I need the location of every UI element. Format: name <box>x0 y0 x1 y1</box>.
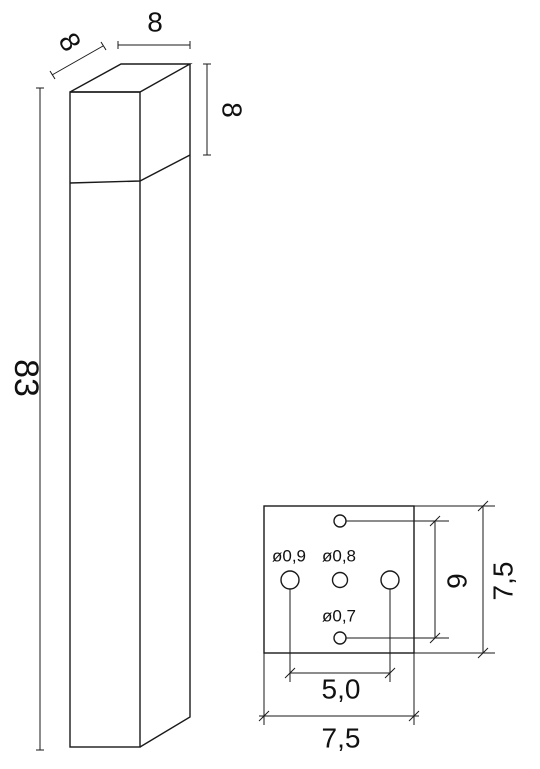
base-depth-label: 7,5 <box>487 562 518 601</box>
bollard-outline <box>69 63 193 748</box>
base-plate-outline <box>263 505 415 654</box>
base-width-dimension: 7,5 <box>258 653 420 753</box>
top-slot-hole <box>333 514 347 528</box>
total-height-dimension: 83 <box>7 87 45 751</box>
head-height-label: 8 <box>217 102 248 118</box>
top-depth-dimension: 8 <box>49 27 107 80</box>
center-hole-diameter-label: ø0,8 <box>322 546 356 565</box>
base-width-label: 7,5 <box>322 722 361 753</box>
base-depth-dimension: 7,5 <box>414 500 518 659</box>
head-height-dimension: 8 <box>203 63 248 156</box>
hole-span-dimension: 5,0 <box>284 589 396 704</box>
slot-span-label: 6 <box>442 573 473 589</box>
base-plate: ø0,9 ø0,8 ø0,7 <box>263 505 415 654</box>
head-separation-line <box>69 154 191 184</box>
bottom-slot-hole <box>333 631 347 645</box>
top-width-dimension: 8 <box>117 6 191 49</box>
top-width-label: 8 <box>147 6 163 37</box>
total-height-label: 83 <box>7 359 45 397</box>
right-mounting-hole <box>380 570 400 590</box>
bollard-front-face <box>69 91 141 748</box>
left-mounting-hole <box>280 570 300 590</box>
bollard-side-face <box>139 64 191 748</box>
left-hole-diameter-label: ø0,9 <box>272 546 306 565</box>
hole-span-label: 5,0 <box>322 673 361 704</box>
slot-span-dimension: 6 <box>346 515 473 644</box>
bottom-hole-diameter-label: ø0,7 <box>322 606 356 625</box>
center-hole <box>331 571 349 589</box>
top-depth-label: 8 <box>53 27 88 56</box>
bollard-top-face <box>69 63 193 93</box>
